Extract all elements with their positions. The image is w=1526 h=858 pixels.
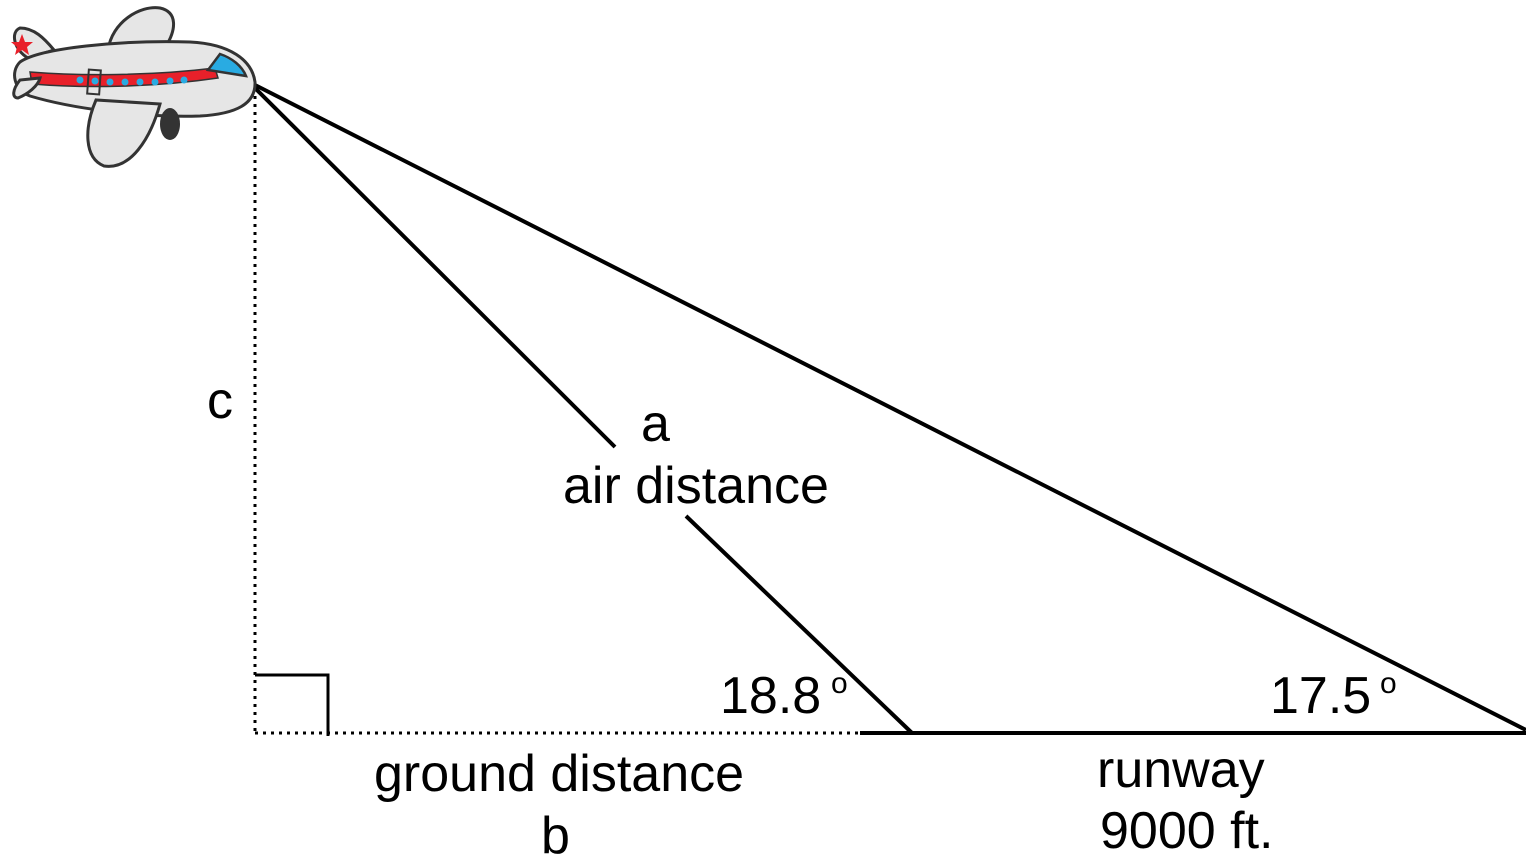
airplane-engine: [160, 108, 180, 140]
airplane-door: [86, 68, 102, 96]
label-ground-distance: ground distance: [374, 745, 744, 803]
airplane-windows: [76, 76, 188, 86]
label-angle-near: 18.8: [720, 667, 821, 725]
far-sightline: [254, 83, 1526, 732]
label-angle-far: 17.5: [1270, 667, 1371, 725]
label-c: c: [207, 372, 233, 430]
airplane-lower-wing: [86, 98, 162, 168]
airplane-upper-wing: [106, 6, 175, 52]
degree-near: o: [831, 667, 848, 700]
label-runway-length: 9000 ft.: [1100, 802, 1273, 858]
air-distance-line-upper: [253, 86, 617, 449]
air-distance-line-lower: [684, 514, 914, 735]
label-b: b: [541, 807, 570, 858]
airplane-icon: [11, 6, 257, 168]
label-air-distance: air distance: [563, 457, 829, 515]
label-a: a: [641, 395, 670, 453]
degree-far: o: [1380, 667, 1397, 700]
label-runway: runway: [1097, 741, 1265, 799]
right-angle-marker: [255, 673, 330, 736]
airplane-cockpit: [205, 52, 248, 78]
airplane-star: [11, 34, 33, 55]
airplane-stabilizer: [12, 76, 42, 100]
